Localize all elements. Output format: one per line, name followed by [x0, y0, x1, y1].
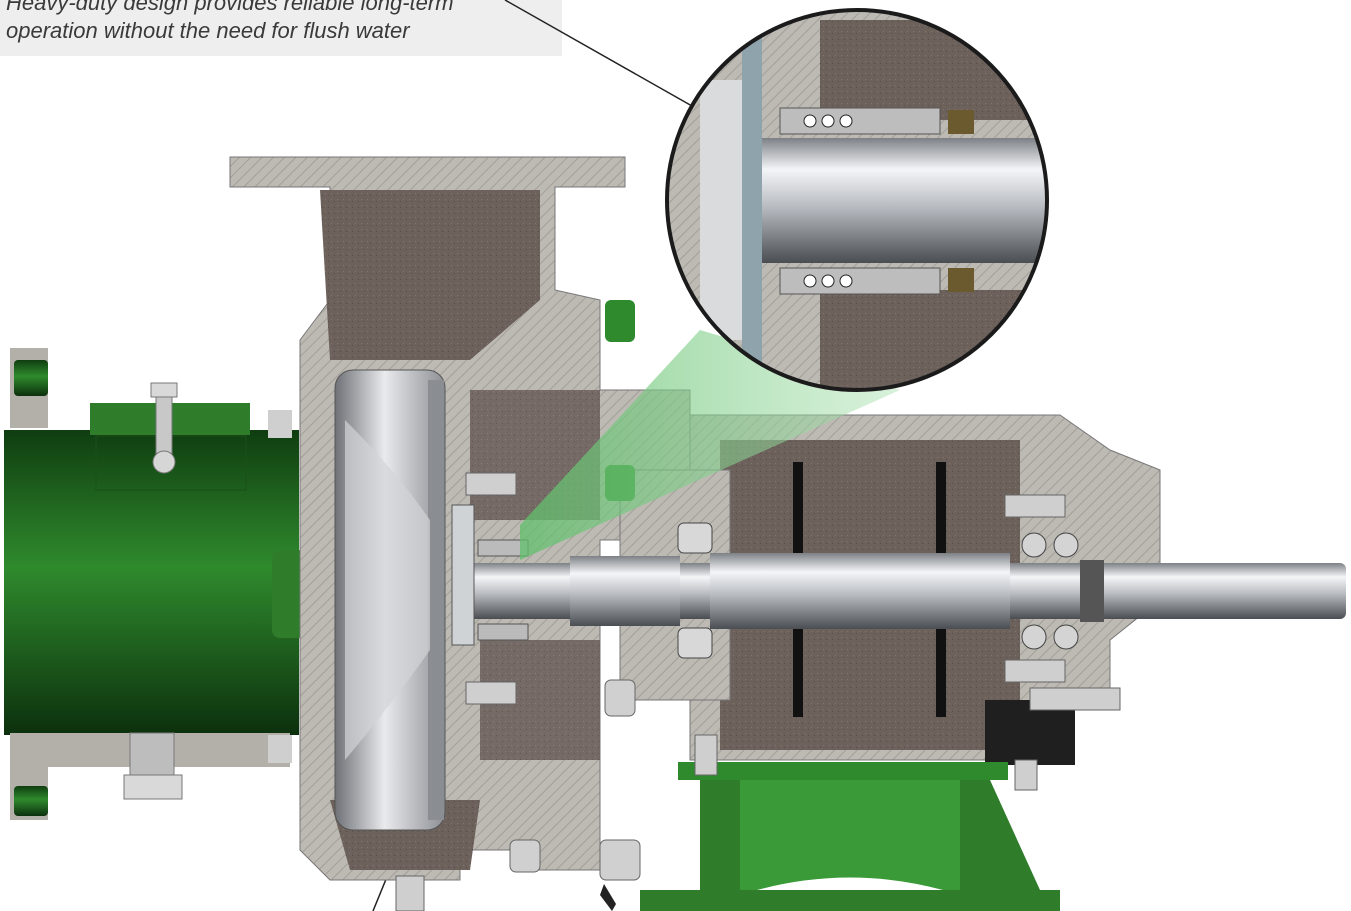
- outboard-bearing: [1021, 532, 1104, 650]
- caption-box: [0, 0, 562, 56]
- mechanical-seal: [451, 504, 529, 646]
- caption-line-1: Heavy-duty design provides reliable long…: [6, 0, 454, 15]
- pump-foot: [640, 734, 1060, 911]
- pump-shaft: [466, 553, 1346, 629]
- inboard-bearing-top: [677, 522, 713, 554]
- magnifier-beam: [520, 330, 900, 560]
- mechanical-seal-magnifier: [665, 8, 1049, 392]
- inlet-top-bolt: [150, 382, 178, 474]
- casing-bolts: [395, 300, 1121, 911]
- bottom-callout-arrowhead: [600, 884, 616, 911]
- inlet-bottom-bolt: [123, 732, 183, 800]
- impeller: [334, 369, 446, 831]
- caption-line-2: operation without the need for flush wat…: [6, 18, 411, 43]
- inboard-bearing-bottom: [677, 627, 713, 659]
